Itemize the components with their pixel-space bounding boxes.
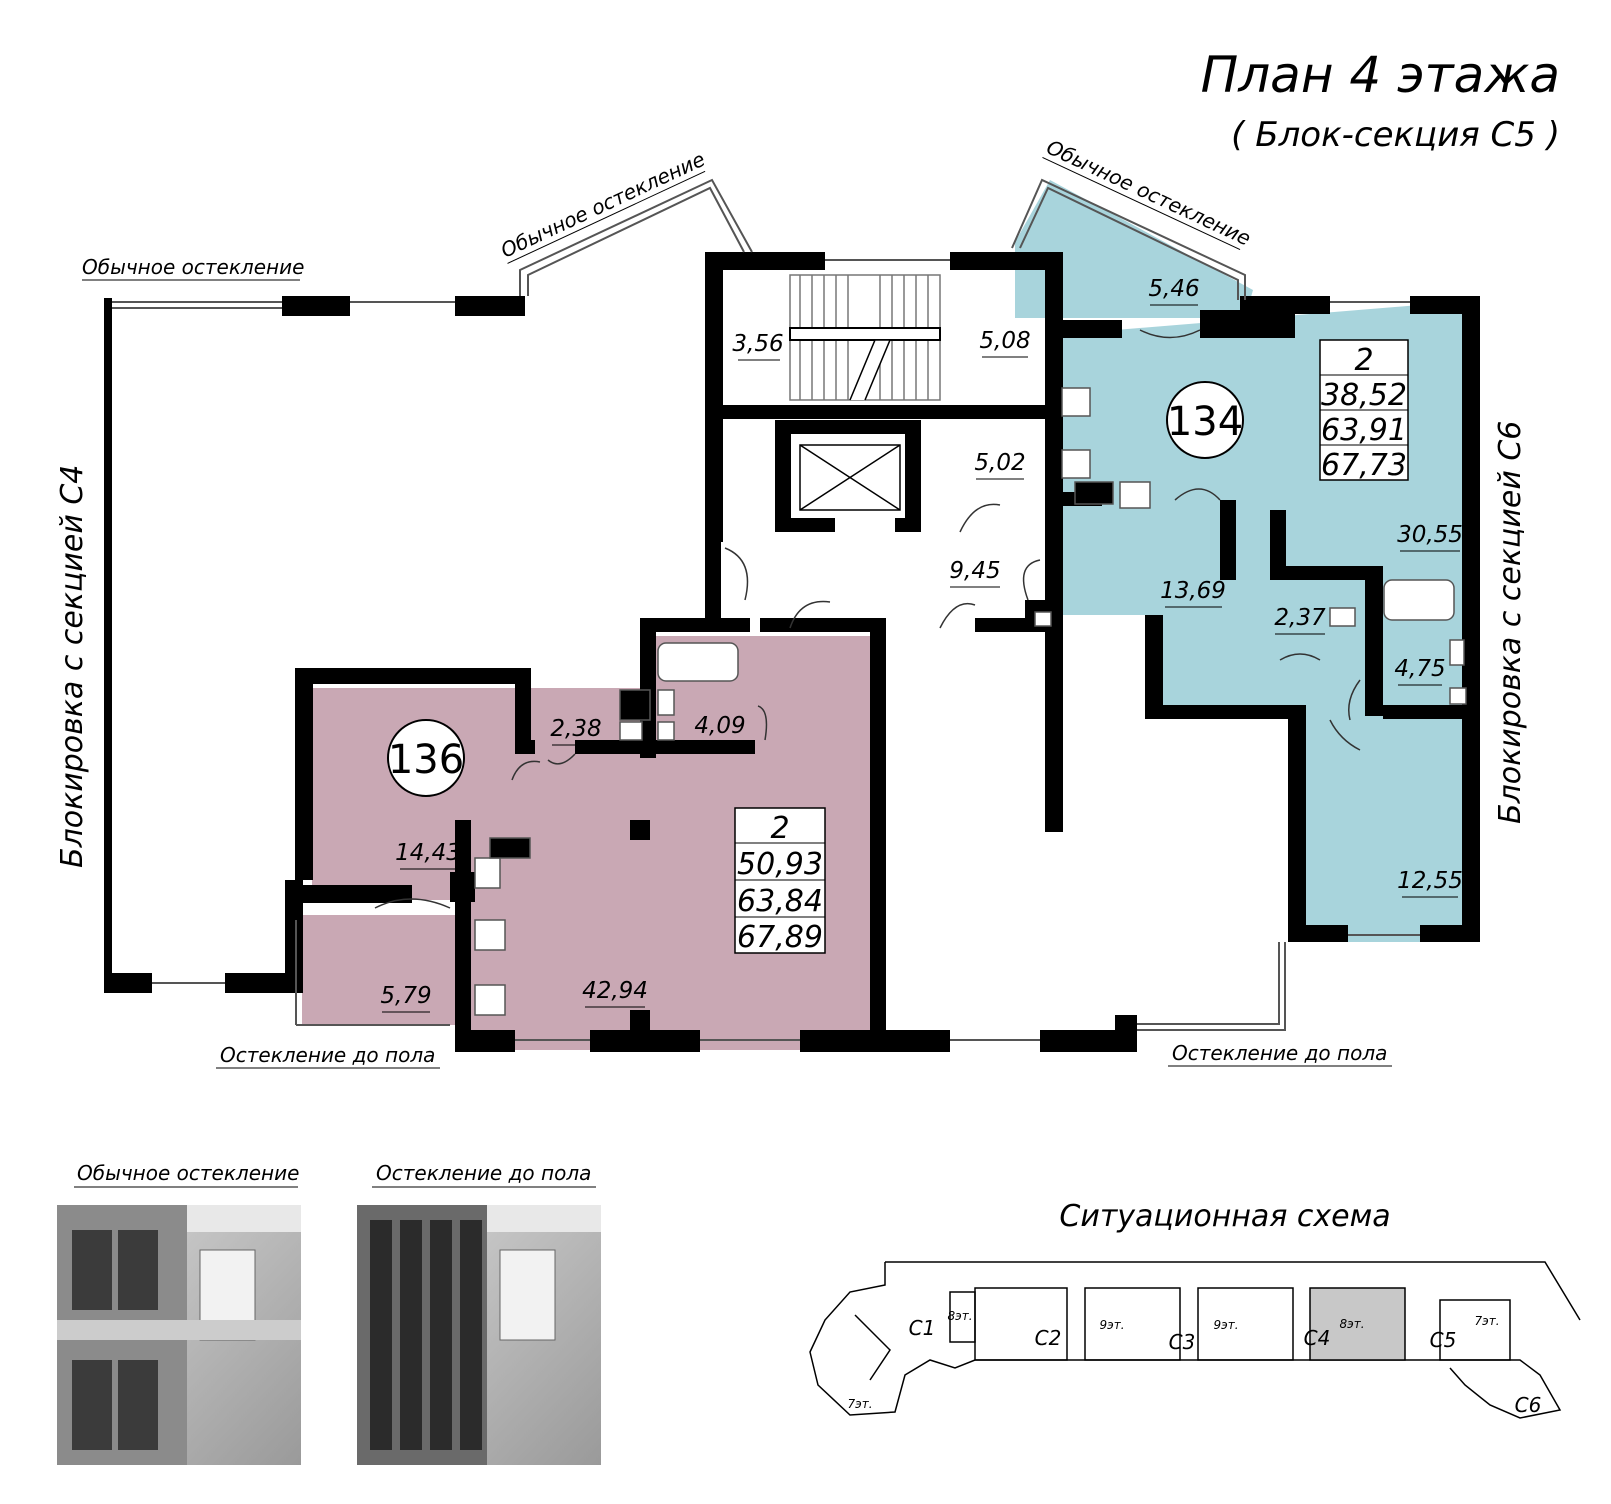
schema-section-c4: С4 — [1304, 1326, 1331, 1350]
apt-136-number: 136 — [388, 737, 464, 783]
schema-floor-c5: 8эт. — [1339, 1317, 1364, 1331]
legend-regular-label: Обычное остекление — [77, 1161, 299, 1185]
schema-section-c5: С5 — [1430, 1328, 1457, 1352]
note-floor-right: Остекление до пола — [1172, 1041, 1387, 1065]
apt-134: 134 2 38,52 63,91 67,73 5,46 30,55 13,69… — [1148, 276, 1463, 898]
stairs — [789, 274, 941, 401]
area-134-kitchen-living: 30,55 — [1397, 522, 1463, 548]
walls — [104, 252, 1480, 1052]
area-136-balcony: 5,79 — [380, 983, 431, 1009]
schema-floor-c1: 8эт. — [947, 1309, 972, 1323]
apt-134-rooms: 2 — [1354, 343, 1373, 378]
area-lift-hall: 5,02 — [974, 450, 1025, 476]
apt-134-number: 134 — [1167, 399, 1243, 445]
apt-136-total: 63,84 — [737, 884, 823, 919]
area-134-bedroom: 12,55 — [1397, 868, 1463, 894]
area-136-kitchen-living: 42,94 — [582, 978, 648, 1004]
doors — [374, 329, 1361, 909]
apt-136-rooms: 2 — [770, 811, 789, 846]
apt-134-total: 63,91 — [1321, 413, 1407, 448]
legend-floor-label: Остекление до пола — [376, 1161, 591, 1185]
apt-134-badge — [1166, 381, 1244, 459]
area-corridor: 9,45 — [949, 558, 1000, 584]
schema-section-c2: С2 — [1035, 1326, 1062, 1350]
area-134-wc: 2,37 — [1274, 605, 1326, 631]
area-136-bath: 4,09 — [694, 713, 745, 739]
fixtures — [474, 387, 1467, 1016]
schema-section-c3: С3 — [1169, 1330, 1196, 1354]
schema-section-c1: С1 — [909, 1316, 936, 1340]
apt-134-fill — [1015, 180, 1480, 942]
blocking-left-label: Блокировка с секцией С4 — [55, 465, 90, 868]
legend-floor-image — [357, 1205, 601, 1465]
note-regular-left: Обычное остекление — [82, 255, 304, 279]
area-136-wc: 2,38 — [550, 716, 601, 742]
area-134-balcony: 5,46 — [1148, 276, 1199, 302]
legend-regular-image — [57, 1205, 301, 1465]
apt-136-total-balcony: 67,89 — [737, 920, 823, 955]
note-floor-left: Остекление до пола — [220, 1043, 435, 1067]
area-stair-left: 3,56 — [732, 331, 783, 357]
schema-section-c6: С6 — [1515, 1393, 1542, 1417]
core-labels: 3,56 5,08 5,02 9,45 — [732, 328, 1031, 588]
page-subtitle: ( Блок-секция С5 ) — [1231, 115, 1560, 155]
page-title: План 4 этажа — [1201, 46, 1560, 104]
apt-136-badge — [387, 719, 465, 797]
situation-schema: Ситуационная схема С1 С2 С3 С4 С5 С6 8эт… — [809, 1199, 1581, 1419]
schema-floor-c3: 9эт. — [1213, 1318, 1238, 1332]
apt-134-total-balcony: 67,73 — [1321, 448, 1407, 483]
apt-136: 136 2 50,93 63,84 67,89 14,43 2,38 4,09 … — [380, 713, 826, 1013]
area-136-bedroom: 14,43 — [395, 840, 461, 866]
lift — [799, 444, 901, 511]
area-stair-right: 5,08 — [979, 328, 1030, 354]
area-134-hall: 13,69 — [1160, 578, 1226, 604]
apt-136-summary-box: 2 50,93 63,84 67,89 — [734, 807, 826, 955]
schema-title: Ситуационная схема — [1059, 1199, 1390, 1234]
glazing-lines — [112, 178, 1420, 1041]
apt-136-living: 50,93 — [737, 847, 823, 882]
schema-floor-c6: 7эт. — [1474, 1314, 1499, 1328]
apt-134-summary-box: 2 38,52 63,91 67,73 — [1319, 339, 1409, 483]
schema-floor-c2: 9эт. — [1099, 1318, 1124, 1332]
legend: Обычное остекление Остекление до пола — [57, 1161, 601, 1465]
apt-134-living: 38,52 — [1321, 378, 1407, 413]
area-134-bath: 4,75 — [1394, 656, 1445, 682]
schema-floor-c1-wing: 7эт. — [847, 1397, 872, 1411]
blocking-right-label: Блокировка с секцией С6 — [1493, 421, 1528, 824]
